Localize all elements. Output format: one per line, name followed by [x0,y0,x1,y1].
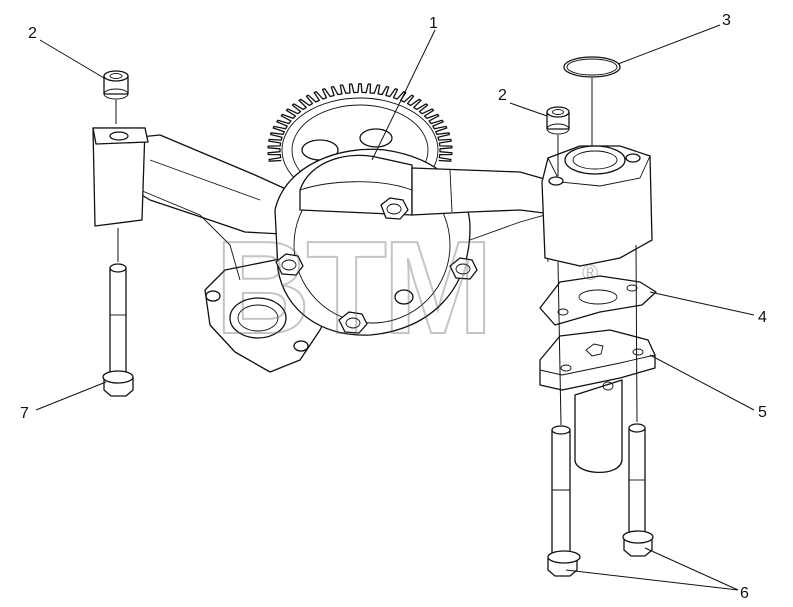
housing-bolt-right [449,257,478,280]
watermark-registered-mark: ® [582,260,598,285]
watermark-text: BTM [215,214,489,361]
housing-bolt-top [380,197,409,220]
o-ring [563,56,621,78]
suction-flange [539,329,656,473]
housing-bolt-left [275,253,304,276]
btm-watermark: BTM ® [214,213,598,362]
callout-5: 5 [758,404,767,421]
callout-leaders [35,24,755,591]
callout-2-left: 2 [28,25,37,42]
pump-body [92,127,653,373]
gasket [539,275,657,326]
callout-labels: 2 1 2 3 4 5 6 7 [20,12,767,602]
dowel-sleeve-left [103,70,129,100]
flange-bolt-right-a [547,425,581,577]
callout-6: 6 [740,585,749,602]
housing-bolt-bottom [338,311,368,334]
dowel-sleeve-right [546,106,570,135]
flange-bolt-left [102,263,134,397]
callout-2-right: 2 [498,87,507,104]
callout-4: 4 [758,309,767,326]
callout-3: 3 [722,12,731,29]
callout-1: 1 [429,15,438,32]
callout-7: 7 [20,405,29,422]
assembly-axis-lines [115,78,638,426]
flange-bolt-right-b [622,423,654,557]
